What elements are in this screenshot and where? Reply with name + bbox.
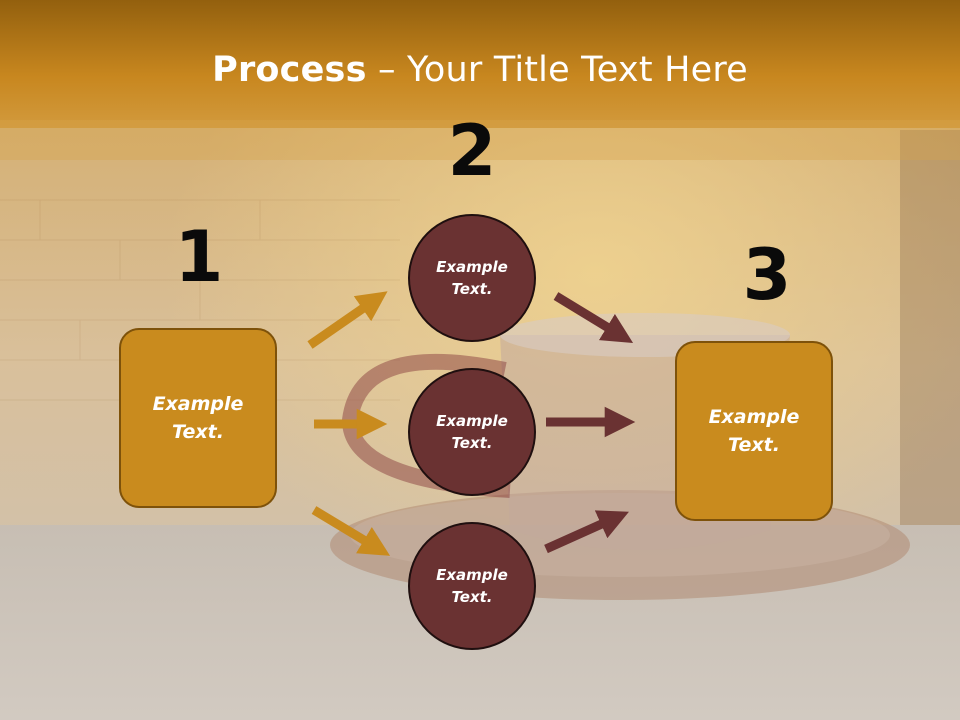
step-1-box: Example Text. bbox=[119, 328, 277, 508]
step-2-label-middle: Example Text. bbox=[436, 411, 508, 453]
slide-title: Process – Your Title Text Here bbox=[0, 50, 960, 90]
step-2-label-bottom: Example Text. bbox=[436, 565, 508, 607]
arrow-1-to-2c bbox=[311, 506, 391, 556]
step-number-1: 1 bbox=[174, 216, 224, 298]
arrow-1-to-2a bbox=[307, 291, 388, 349]
arrow-2a-to-3 bbox=[553, 292, 634, 343]
step-2-circle-bottom: Example Text. bbox=[408, 522, 536, 650]
step-number-2: 2 bbox=[447, 110, 497, 192]
step-3-label: Example Text. bbox=[708, 405, 800, 457]
step-1-label: Example Text. bbox=[152, 392, 244, 444]
step-2-circle-top: Example Text. bbox=[408, 214, 536, 342]
step-3-box: Example Text. bbox=[675, 341, 833, 521]
arrow-2c-to-3 bbox=[544, 510, 629, 554]
step-2-label-top: Example Text. bbox=[436, 257, 508, 299]
title-bold: Process bbox=[212, 50, 367, 90]
step-2-circle-middle: Example Text. bbox=[408, 368, 536, 496]
step-number-3: 3 bbox=[742, 234, 792, 316]
title-rest: – Your Title Text Here bbox=[366, 50, 748, 90]
